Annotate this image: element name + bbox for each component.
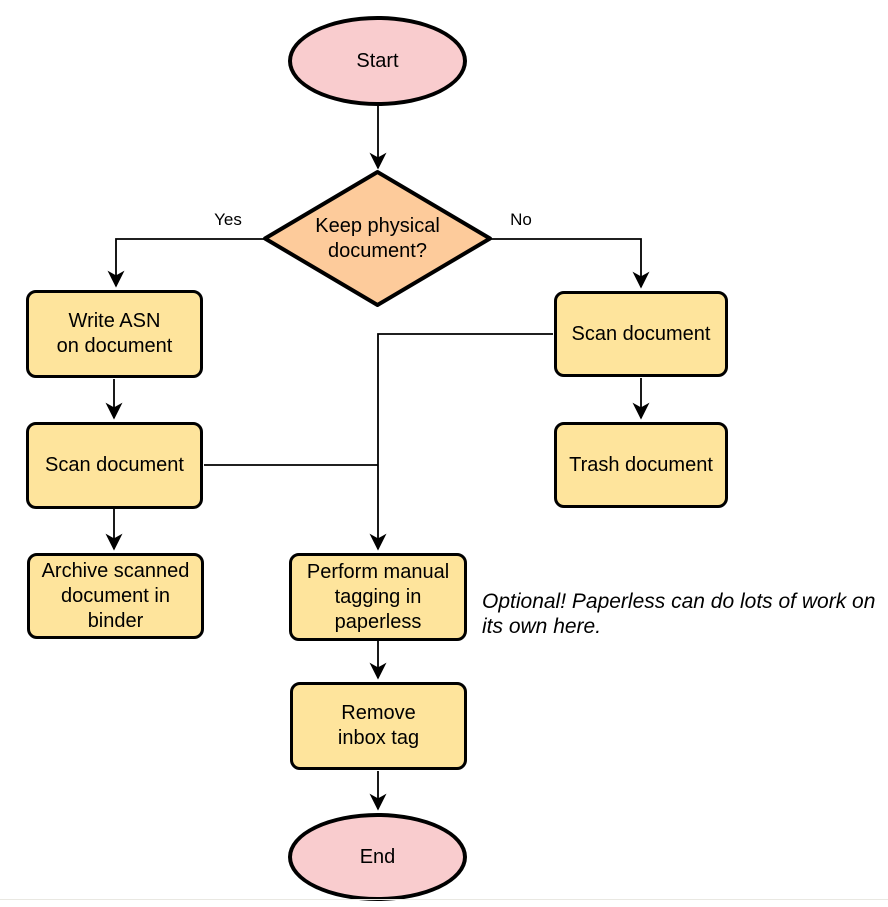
manual-tagging-node-label: Perform manual tagging in paperless	[306, 560, 450, 633]
decision-node-label-box: Keep physical document?	[290, 209, 465, 269]
scan-document-right-node-label: Scan document	[571, 322, 711, 345]
manual-tagging-node: Perform manual tagging in paperless	[289, 553, 467, 641]
trash-document-node-label: Trash document	[569, 453, 713, 476]
bottom-divider	[0, 899, 888, 900]
write-asn-node: Write ASN on document	[26, 290, 203, 378]
edge-decision-no-to-scan-right	[491, 238, 650, 289]
decision-diamond-shape	[263, 170, 492, 307]
edge-scan-right-to-tagging	[369, 333, 553, 551]
archive-node-label: Archive scanned document in binder	[41, 559, 190, 632]
end-node: End	[288, 813, 467, 901]
start-node-label: Start	[356, 49, 399, 72]
edge-label-no: No	[510, 210, 532, 229]
edge-decision-yes-to-write-asn	[107, 238, 264, 288]
remove-inbox-tag-node: Remove inbox tag	[290, 682, 467, 770]
decision-node-label: Keep physical document?	[315, 215, 440, 262]
write-asn-node-label: Write ASN on document	[56, 310, 173, 357]
scan-document-left-node: Scan document	[26, 422, 203, 509]
scan-document-right-node: Scan document	[554, 291, 728, 377]
edge-label-yes: Yes	[214, 210, 242, 229]
start-node: Start	[288, 16, 467, 106]
end-node-label: End	[359, 845, 396, 868]
scan-document-left-node-label: Scan document	[45, 454, 184, 476]
archive-node: Archive scanned document in binder	[27, 553, 204, 639]
trash-document-node: Trash document	[554, 422, 728, 508]
remove-inbox-tag-node-label: Remove inbox tag	[337, 702, 420, 749]
optional-annotation: Optional! Paperless can do lots of work …	[482, 590, 876, 638]
